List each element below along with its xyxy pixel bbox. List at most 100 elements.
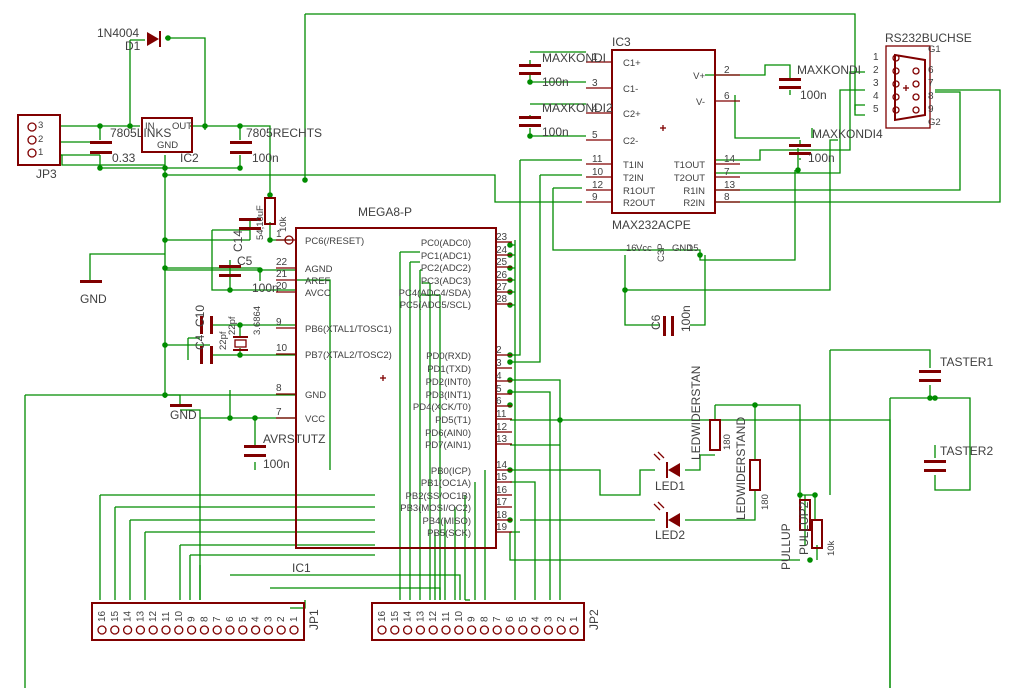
db9-pin-dot	[892, 67, 900, 75]
gnd-symbol-2: GND	[170, 404, 197, 422]
header-pin-dot	[479, 625, 490, 635]
header-pin-num: 4	[531, 616, 542, 622]
r180a-value: 180	[722, 434, 733, 450]
maxkondi1-value: 100n	[542, 75, 569, 89]
db9-pin-num: 4	[873, 91, 879, 102]
header-pin-dot	[530, 625, 541, 635]
max-left-pin-num: 12	[592, 180, 604, 191]
mega-left-pin-num: 10	[276, 343, 288, 354]
cap-c14: C14 54,10uF	[231, 205, 266, 252]
jp2-label: JP2	[587, 609, 601, 630]
maxkondi4-value: 100n	[808, 151, 835, 165]
header-pin-dot	[122, 625, 133, 635]
db9-pin-num: 9	[928, 104, 934, 115]
c22pf-a: 22pf	[218, 331, 229, 350]
maxkondi2-value: 100n	[542, 125, 569, 139]
res-pullup2: PULLUP2 10k	[797, 501, 837, 556]
cap-033-value: 0.33	[112, 151, 136, 165]
mega-right-pin-num: 15	[496, 472, 508, 483]
header-pin-num: 16	[377, 610, 388, 622]
reg-left-label: 7805LINKS	[110, 126, 171, 140]
header-pin-dot	[186, 625, 197, 635]
header-pin-dot	[454, 625, 464, 635]
cap-033: 0.33 7805LINKS	[90, 126, 171, 165]
max-right-pin-num: 2	[724, 65, 730, 76]
max-left-pin-name: C2+	[623, 109, 641, 120]
mega-right-pin-num: 25	[496, 257, 508, 268]
mega-left-pin-num: 20	[276, 281, 288, 292]
max-left-pin-num: 1	[592, 52, 598, 63]
header-pin-num: 2	[276, 616, 287, 622]
db9-pin-num: 7	[928, 78, 934, 89]
header-pin-dot	[263, 625, 274, 635]
mega-right-pin-num: 24	[496, 245, 508, 256]
ic2-label: IC2	[180, 151, 199, 165]
db9-pin-num: 1	[873, 52, 879, 63]
res-pullup: PULLUP	[779, 499, 811, 570]
header-pin-dot	[569, 625, 579, 635]
mega-left-pin-name: VCC	[305, 414, 325, 425]
header-pin-num: 12	[428, 610, 439, 622]
max-right-pin-name: V-	[696, 97, 705, 108]
cap-c5: C5 100n	[219, 254, 279, 295]
header-pin-dot	[441, 625, 451, 635]
maxkondi-2: MAXKONDI2 100n	[519, 101, 613, 139]
header-pin-num: 15	[390, 610, 401, 622]
header-pin-num: 5	[518, 616, 529, 622]
header-pin-dot	[466, 625, 477, 635]
cap-reg-right-value: 100n	[252, 151, 279, 165]
mega-right-pin-num: 4	[496, 371, 502, 382]
gnd2-label: GND	[170, 408, 197, 422]
maxkondi3-label: MAXKONDI	[797, 63, 861, 77]
mega-right-pin-num: 2	[496, 345, 502, 356]
header-pin-num: 14	[123, 610, 134, 622]
pullup-label: PULLUP	[779, 523, 793, 570]
mega-left-pin-name: PC6(/RESET)	[305, 236, 364, 247]
mega-right-pin-name: PD4(XCK/T0)	[413, 402, 471, 413]
mega8-title: MEGA8-P	[358, 205, 412, 219]
max232-left-pins: 1C1+3C1-4C2+5C2-11T1IN10T2IN12R1OUT9R2OU…	[586, 52, 655, 209]
c10-label: C10	[193, 305, 207, 327]
mega-right-pin-num: 5	[496, 384, 502, 395]
mega-right-pin-name: PB3(MOSI/OC2)	[400, 503, 471, 514]
max-right-pin-num: 13	[724, 180, 736, 191]
header-pin-num: 15	[110, 610, 121, 622]
header-pin-dot	[199, 625, 210, 635]
db9-pin-dot	[912, 80, 920, 88]
ic1-label: IC1	[292, 561, 311, 575]
header-pin-dot	[276, 625, 286, 635]
db9-pin-dot	[912, 106, 920, 114]
header-pin-dot	[428, 625, 438, 635]
ic3-label: IC3	[612, 35, 631, 49]
led1: LED1	[653, 451, 685, 493]
d1-label: D1	[125, 39, 141, 53]
mega-right-pin-name: PC3(ADC3)	[421, 276, 471, 287]
header-pin-num: 5	[238, 616, 249, 622]
header-pin-dot	[518, 625, 528, 635]
mega8-left-pins: 1PC6(/RESET)22AGND21AREF20AVCC9PB6(XTAL1…	[276, 229, 392, 425]
max-right-pin-num: 8	[724, 192, 730, 203]
taster1-switch: TASTER1	[919, 355, 993, 382]
db9-g1: G1	[928, 44, 941, 55]
max-right-pin-name: V+	[693, 71, 705, 82]
header-pin-dot	[135, 625, 146, 635]
mega-right-pin-name: PB1(OC1A)	[421, 478, 471, 489]
max-right-pin-num: 6	[724, 91, 730, 102]
max-left-pin-name: C1-	[623, 84, 638, 95]
reg-in-label: IN	[145, 121, 155, 132]
c4-label: C4	[193, 334, 207, 350]
mega-right-pin-name: PD1(TXD)	[427, 364, 471, 375]
header-pin-dot	[289, 625, 299, 635]
db9-pin-num: 6	[928, 65, 934, 76]
header-pin-dot	[402, 625, 413, 635]
c5-label: C5	[237, 254, 253, 268]
crystal: 3.6864	[233, 306, 263, 351]
header-pin-dot	[250, 625, 261, 635]
header-pin-num: 9	[187, 616, 198, 622]
mega-right-pin-name: PB0(ICP)	[431, 466, 471, 477]
header-pin-num: 3	[263, 616, 274, 622]
